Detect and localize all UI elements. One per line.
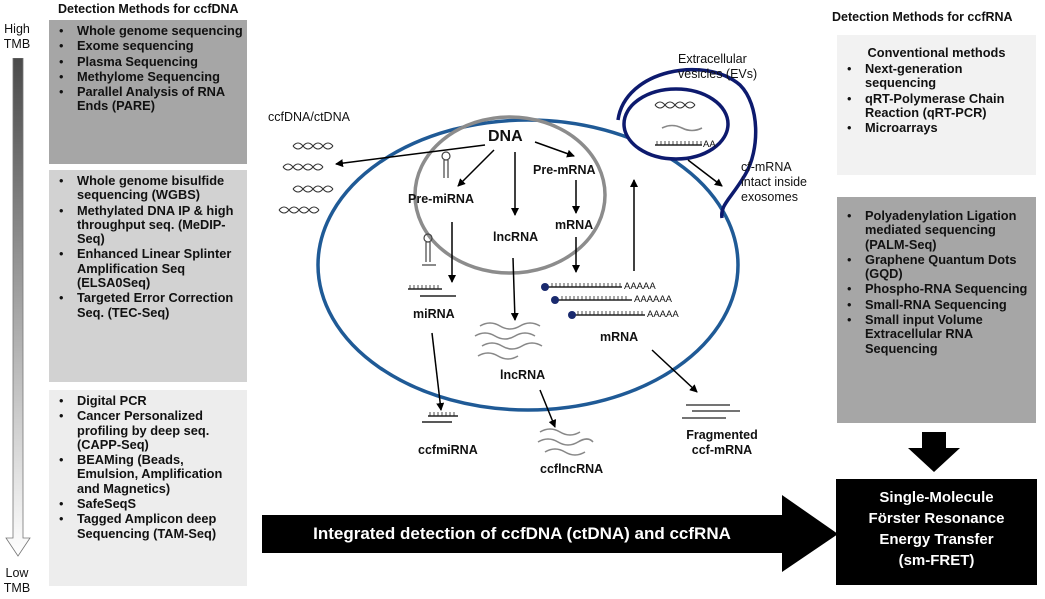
dna-label: DNA (488, 128, 523, 145)
method-item: Phospho-RNA Sequencing (847, 282, 1036, 297)
pre-mrna-label: Pre-mRNA (533, 163, 596, 177)
method-item: Exome sequencing (59, 38, 247, 53)
method-item: qRT-Polymerase Chain Reaction (qRT-PCR) (847, 91, 1036, 121)
cell-membrane (316, 118, 740, 412)
extracellular-vesicles-label: Extracellular vesicles (EVs) (678, 52, 758, 81)
ccfdna-helices (278, 101, 696, 214)
method-item: Methylome Sequencing (59, 69, 247, 84)
extracellular-vesicle (622, 87, 730, 161)
cf-mrna-exosomes-label: cf-mRNA intact inside exosomes (741, 160, 808, 204)
sm-fret-box: Single-Molecule Förster Resonance Energy… (836, 479, 1037, 585)
method-item: SafeSeqS (59, 496, 247, 511)
method-item: Polyadenylation Ligation mediated sequen… (847, 208, 1036, 252)
method-item: Methylated DNA IP & high throughput seq.… (59, 203, 247, 247)
nucleus (413, 115, 607, 275)
polya-tail: AA (703, 139, 716, 150)
pre-mirna-label: Pre-miRNA (408, 192, 474, 206)
method-item: Small-RNA Sequencing (847, 297, 1036, 312)
mrna-nuclear-label: mRNA (555, 218, 594, 232)
mrna-cytoplasm-label: mRNA (600, 330, 639, 344)
ccfdna-methods-box-mid: Whole genome bisulfide sequencing (WGBS)… (49, 170, 247, 382)
ccfdna-methods-box-low: Digital PCR Cancer Personalized profilin… (49, 390, 247, 586)
tmb-gradient-arrow (5, 58, 31, 557)
polya-tail: AAAAA (624, 281, 656, 292)
method-item: Cancer Personalized profiling by deep se… (59, 409, 247, 452)
down-arrow (908, 432, 960, 472)
method-item: Next-generation sequencing (847, 61, 1036, 91)
integrated-detection-label: Integrated detection of ccfDNA (ctDNA) a… (313, 524, 731, 543)
method-item: Plasma Sequencing (59, 54, 247, 69)
method-item: Parallel Analysis of RNA Ends (PARE) (59, 85, 247, 114)
novel-rna-methods-box: Polyadenylation Ligation mediated sequen… (837, 197, 1036, 423)
fragmented-ccf-mrna-label: Fragmented ccf-mRNA (686, 428, 758, 457)
method-item: Tagged Amplicon deep Sequencing (TAM-Seq… (59, 512, 247, 541)
method-item: Targeted Error Correction Seq. (TEC-Seq) (59, 291, 247, 320)
mirna-ticks (409, 285, 455, 416)
mrna-ticks (551, 141, 702, 315)
ccfrna-methods-title: Detection Methods for ccfRNA (832, 10, 1013, 24)
polya-tail: AAAAAA (634, 294, 673, 305)
polya-tail: AAAAA (647, 309, 679, 320)
conventional-methods-title: Conventional methods (867, 45, 1006, 60)
lncrna-cytoplasm-label: lncRNA (500, 368, 546, 382)
ccflncrna-label: ccflncRNA (540, 462, 604, 476)
ccfdna-ctdna-label: ccfDNA/ctDNA (268, 110, 350, 124)
method-item: Digital PCR (59, 393, 247, 408)
method-item: Graphene Quantum Dots (GQD) (847, 252, 1036, 282)
lncrna-squiggles (474, 124, 703, 456)
ccfdna-methods-box-high: Whole genome sequencing Exome sequencing… (49, 20, 247, 164)
method-item: Enhanced Linear Splinter Amplification S… (59, 247, 247, 290)
mirna-label: miRNA (413, 307, 455, 321)
pathway-arrows (335, 141, 723, 428)
method-item: BEAMing (Beads, Emulsion, Amplification … (59, 453, 247, 496)
pre-mrna-ticks (682, 404, 740, 419)
method-item: Whole genome bisulfide sequencing (WGBS) (59, 173, 247, 203)
exosome-membrane-fold (616, 67, 758, 219)
ccfdna-methods-title: Detection Methods for ccfDNA (58, 2, 239, 16)
method-item: Microarrays (847, 120, 1036, 135)
pre-mirna-hairpins (422, 151, 451, 266)
mrna-strands (541, 144, 702, 319)
method-item: Small input Volume Extracellular RNA Seq… (847, 312, 1036, 356)
conventional-methods-box: Conventional methods Next-generation seq… (837, 35, 1036, 175)
integrated-detection-arrow (262, 495, 838, 572)
lncrna-nuclear-label: lncRNA (493, 230, 539, 244)
method-item: Whole genome sequencing (59, 23, 247, 38)
ccfmirna-label: ccfmiRNA (418, 443, 478, 457)
